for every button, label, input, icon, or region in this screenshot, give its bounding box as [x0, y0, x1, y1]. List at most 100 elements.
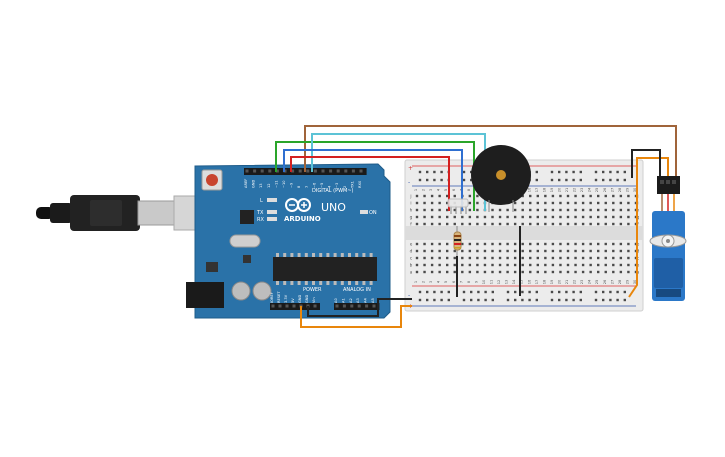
rail-hole[interactable] [565, 290, 568, 294]
breadboard-hole[interactable] [619, 256, 623, 260]
breadboard-hole[interactable] [627, 201, 630, 205]
breadboard-hole[interactable] [536, 201, 539, 205]
rail-hole[interactable] [616, 178, 619, 182]
breadboard-hole[interactable] [461, 215, 464, 219]
breadboard-hole[interactable] [415, 222, 419, 226]
rail-hole[interactable] [565, 170, 568, 174]
breadboard-hole[interactable] [529, 208, 532, 212]
analog-pin[interactable] [372, 304, 376, 308]
breadboard-hole[interactable] [559, 215, 562, 219]
breadboard-hole[interactable] [438, 215, 441, 219]
breadboard-hole[interactable] [423, 270, 426, 274]
rail-hole[interactable] [514, 290, 517, 294]
rail-hole[interactable] [550, 298, 554, 302]
breadboard-hole[interactable] [544, 263, 547, 267]
breadboard-hole[interactable] [544, 256, 547, 260]
breadboard-hole[interactable] [574, 215, 577, 219]
rail-hole[interactable] [602, 178, 605, 182]
breadboard-hole[interactable] [604, 249, 607, 253]
rail-hole[interactable] [447, 298, 450, 302]
breadboard-hole[interactable] [498, 215, 502, 219]
breadboard-hole[interactable] [604, 208, 607, 212]
rail-hole[interactable] [602, 298, 605, 302]
breadboard-hole[interactable] [521, 222, 524, 226]
breadboard-hole[interactable] [498, 256, 502, 260]
breadboard-hole[interactable] [634, 263, 638, 267]
breadboard-hole[interactable] [423, 215, 426, 219]
servo-connector[interactable] [657, 176, 680, 194]
rail-hole[interactable] [440, 298, 443, 302]
rail-hole[interactable] [616, 170, 619, 174]
digital-pin[interactable] [359, 169, 363, 173]
breadboard-hole[interactable] [513, 242, 517, 246]
breadboard-hole[interactable] [506, 242, 509, 246]
breadboard-hole[interactable] [446, 222, 449, 226]
breadboard-hole[interactable] [589, 194, 592, 198]
analog-pin[interactable] [357, 304, 361, 308]
wire-orange-servo-power[interactable] [628, 157, 669, 298]
rail-hole[interactable] [470, 178, 473, 182]
breadboard-hole[interactable] [430, 194, 434, 198]
breadboard-hole[interactable] [589, 208, 592, 212]
breadboard-hole[interactable] [559, 208, 562, 212]
rail-hole[interactable] [433, 170, 436, 174]
breadboard-hole[interactable] [446, 242, 449, 246]
breadboard-hole[interactable] [634, 215, 638, 219]
rail-hole[interactable] [623, 170, 626, 174]
breadboard-hole[interactable] [581, 270, 585, 274]
breadboard-hole[interactable] [438, 208, 441, 212]
breadboard-hole[interactable] [559, 263, 562, 267]
breadboard-hole[interactable] [536, 242, 539, 246]
breadboard-hole[interactable] [574, 201, 577, 205]
power-pin[interactable] [278, 304, 282, 308]
dc-power-jack[interactable] [186, 282, 224, 308]
breadboard-hole[interactable] [461, 263, 464, 267]
breadboard-hole[interactable] [536, 263, 539, 267]
digital-pin[interactable] [275, 169, 279, 173]
breadboard-hole[interactable] [468, 263, 472, 267]
breadboard-hole[interactable] [581, 249, 585, 253]
breadboard-hole[interactable] [415, 208, 419, 212]
rail-hole[interactable] [616, 290, 619, 294]
breadboard-hole[interactable] [612, 242, 615, 246]
rail-hole[interactable] [579, 178, 582, 182]
breadboard-hole[interactable] [612, 222, 615, 226]
breadboard-hole[interactable] [612, 215, 615, 219]
breadboard-hole[interactable] [529, 249, 532, 253]
breadboard-hole[interactable] [612, 256, 615, 260]
breadboard-hole[interactable] [415, 215, 419, 219]
breadboard-hole[interactable] [521, 215, 524, 219]
analog-pin[interactable] [365, 304, 369, 308]
breadboard-hole[interactable] [498, 270, 502, 274]
breadboard-hole[interactable] [430, 215, 434, 219]
rail-hole[interactable] [462, 178, 466, 182]
breadboard-hole[interactable] [483, 215, 487, 219]
digital-pin[interactable] [321, 169, 325, 173]
rgb-led[interactable] [447, 198, 469, 214]
breadboard-hole[interactable] [513, 201, 517, 205]
rail-hole[interactable] [470, 298, 473, 302]
digital-pin[interactable] [344, 169, 348, 173]
breadboard-hole[interactable] [566, 270, 570, 274]
wire-blue[interactable] [283, 149, 463, 211]
breadboard-hole[interactable] [529, 215, 532, 219]
reset-button-cap[interactable] [206, 174, 218, 186]
breadboard-hole[interactable] [430, 270, 434, 274]
rail-hole[interactable] [623, 298, 626, 302]
breadboard-hole[interactable] [468, 208, 472, 212]
breadboard-hole[interactable] [551, 194, 555, 198]
digital-pin[interactable] [351, 169, 355, 173]
breadboard-hole[interactable] [415, 194, 419, 198]
rail-hole[interactable] [550, 290, 554, 294]
breadboard-hole[interactable] [430, 249, 434, 253]
breadboard-hole[interactable] [521, 256, 524, 260]
breadboard-hole[interactable] [476, 201, 479, 205]
breadboard-hole[interactable] [446, 208, 449, 212]
digital-pin[interactable] [253, 169, 257, 173]
analog-pin[interactable] [342, 304, 346, 308]
digital-pin[interactable] [298, 169, 302, 173]
breadboard-hole[interactable] [446, 263, 449, 267]
breadboard-hole[interactable] [483, 263, 487, 267]
breadboard-hole[interactable] [627, 249, 630, 253]
breadboard-hole[interactable] [544, 270, 547, 274]
